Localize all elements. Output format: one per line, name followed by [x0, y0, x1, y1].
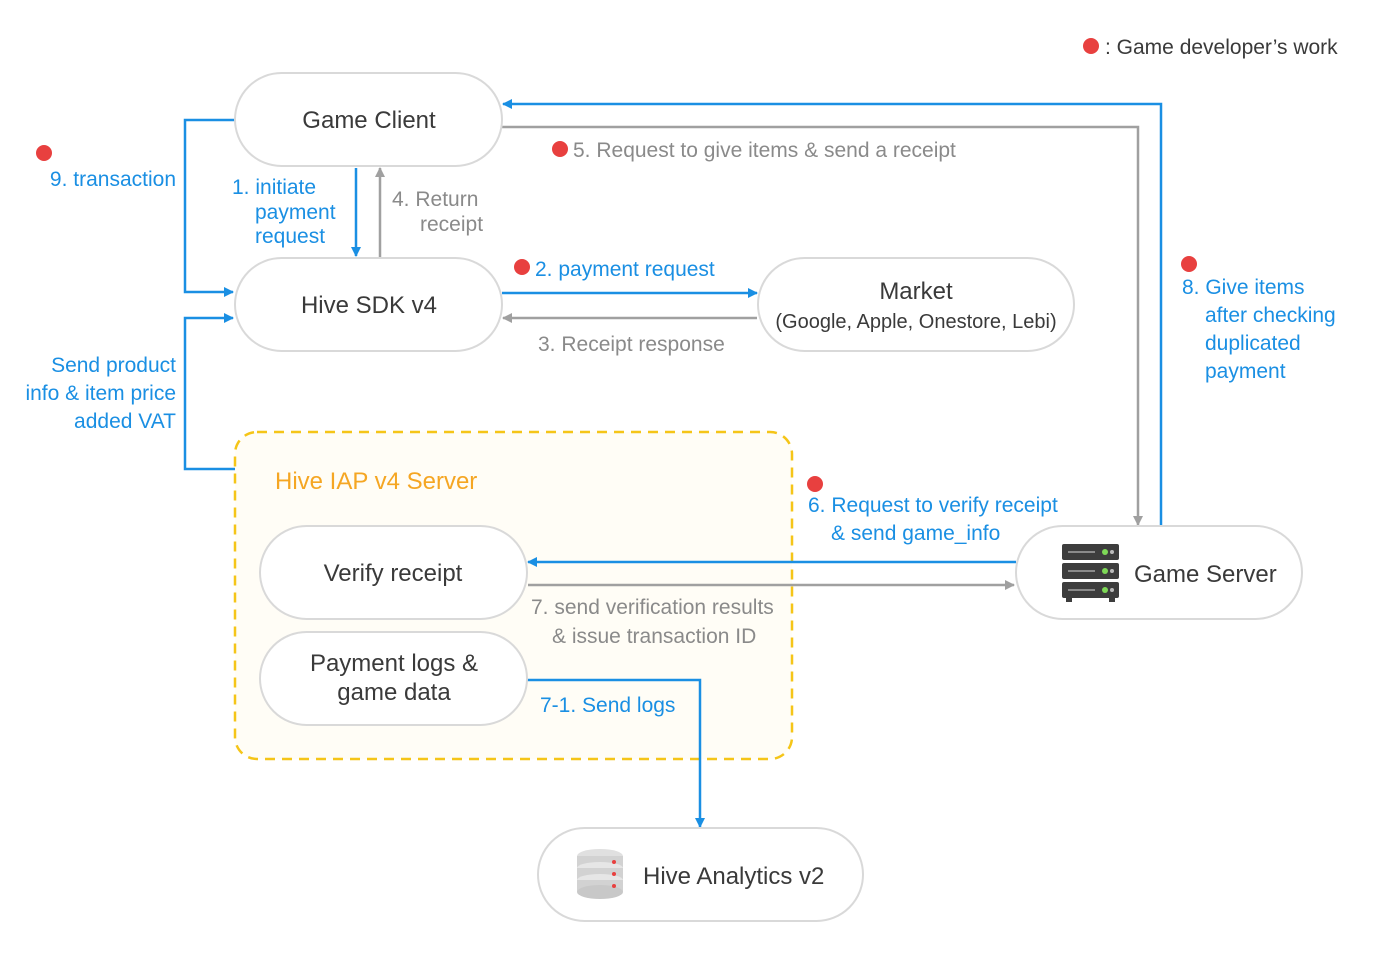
product-label-1: Send product [51, 354, 176, 377]
payment-logs-line2: game data [337, 679, 451, 706]
node-market: Market (Google, Apple, Onestore, Lebi) [757, 257, 1075, 352]
node-game-client: Game Client [234, 72, 503, 167]
product-label-3: added VAT [74, 410, 176, 433]
server-rack-icon [1062, 544, 1119, 602]
legend: : Game developer’s work [1083, 36, 1338, 59]
edge-2-label: 2. payment request [535, 258, 715, 281]
edge-6-label-2: & send game_info [831, 522, 1000, 545]
edge-7-1-send-logs [527, 678, 705, 828]
market-subtitle: (Google, Apple, Onestore, Lebi) [775, 311, 1056, 333]
red-dot-6 [807, 476, 823, 492]
payment-logs-line1: Payment logs & [310, 650, 478, 677]
database-stack-icon [577, 849, 623, 899]
edge-1-label-2: payment [255, 201, 336, 224]
edge-5-label: 5. Request to give items & send a receip… [573, 139, 956, 162]
red-dot-8 [1181, 256, 1197, 272]
hive-sdk-label: Hive SDK v4 [301, 292, 437, 319]
node-payment-logs: Payment logs & game data [259, 631, 528, 726]
edge-8-label-1: 8. Give items [1182, 276, 1305, 299]
edge-9-transaction [183, 118, 235, 297]
edge-8-label-4: payment [1205, 360, 1286, 383]
edge-9-label: 9. transaction [50, 168, 176, 191]
red-dot-5 [552, 141, 568, 157]
edge-1-label-3: request [255, 225, 325, 248]
edge-1-label-1: 1. initiate [232, 176, 316, 199]
edge-4-label-1: 4. Return [392, 188, 478, 211]
edge-4-label-2: receipt [420, 213, 483, 236]
hive-analytics-label: Hive Analytics v2 [643, 863, 824, 890]
edge-3-label: 3. Receipt response [538, 333, 725, 356]
edge-7-label-1: 7. send verification results [531, 596, 774, 619]
edge-7-1-label: 7-1. Send logs [540, 694, 675, 717]
edge-8-label-2: after checking [1205, 304, 1336, 327]
game-server-label: Game Server [1134, 561, 1277, 588]
node-verify-receipt: Verify receipt [259, 525, 528, 620]
legend-red-dot [1083, 38, 1099, 54]
iap-server-title: Hive IAP v4 Server [275, 468, 477, 495]
edge-6-label-1: 6. Request to verify receipt [808, 494, 1058, 517]
product-label-2: info & item price [25, 382, 176, 405]
verify-receipt-label: Verify receipt [324, 560, 463, 587]
edge-8-give-items [502, 99, 1163, 525]
edge-send-product-info [183, 313, 235, 471]
legend-text: : Game developer’s work [1105, 36, 1338, 59]
red-dot-9 [36, 145, 52, 161]
red-dot-2 [514, 259, 530, 275]
edge-5-give-items-request [502, 125, 1143, 526]
edge-8-label-3: duplicated [1205, 332, 1301, 355]
market-title: Market [879, 278, 953, 305]
game-client-label: Game Client [302, 107, 436, 134]
edge-7-label-2: & issue transaction ID [552, 625, 756, 648]
node-hive-sdk: Hive SDK v4 [234, 257, 503, 352]
node-hive-analytics: Hive Analytics v2 [537, 827, 864, 922]
node-game-server: Game Server [1015, 525, 1303, 620]
